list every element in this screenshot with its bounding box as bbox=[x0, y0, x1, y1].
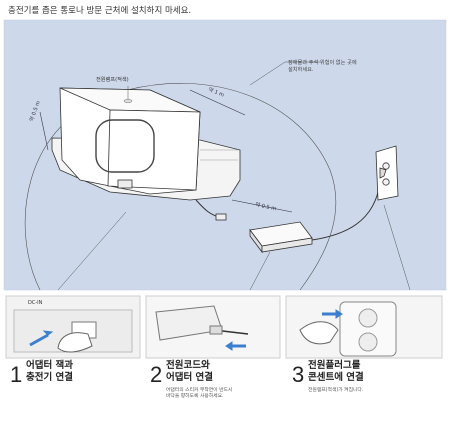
pointer-step3 bbox=[383, 204, 411, 291]
power-lamp-label: 전원램프(적색) bbox=[96, 77, 129, 83]
callout-text: 장애물과 주석 위험이 없는 곳에 설치하세요. bbox=[288, 60, 358, 74]
step-description: 어댑터의 스티커 부착면이 반드시 바닥을 향하도록 사용하세요. bbox=[166, 388, 276, 400]
step-title-line: 전원플러그를 bbox=[308, 360, 361, 371]
callout-line-1: 장애물과 주석 위험이 없는 곳에 bbox=[288, 60, 357, 66]
step2-photo bbox=[145, 295, 281, 359]
step-number: 2 bbox=[150, 362, 163, 387]
step-number: 1 bbox=[10, 362, 23, 387]
step-title: 어댑터 잭과 충전기 연결 bbox=[26, 360, 146, 384]
step-number: 3 bbox=[292, 362, 305, 387]
dimension-left-arrow bbox=[39, 111, 49, 151]
step-title: 전원코드와 어댑터 연결 bbox=[166, 360, 286, 384]
installation-note: 충전기를 좁은 통로나 방문 근처에 설치하지 마세요. bbox=[8, 6, 192, 16]
adapter bbox=[215, 213, 313, 254]
step-title-line: 충전기 연결 bbox=[26, 372, 74, 383]
step-title-line: 전원코드와 bbox=[166, 360, 210, 371]
dimension-top-arrow bbox=[189, 89, 246, 116]
step-desc-line: 어댑터의 스티커 부착면이 반드시 bbox=[166, 388, 233, 393]
step-title-line: 어댑터 잭과 bbox=[26, 360, 74, 371]
pointer-step1 bbox=[57, 211, 127, 291]
step3-photo bbox=[285, 295, 443, 359]
pointer-step2 bbox=[249, 251, 271, 291]
step-description: 전원램프(적색)가 켜집니다. bbox=[308, 388, 418, 394]
clearance-arc bbox=[24, 82, 337, 291]
step-title-line: 어댑터 연결 bbox=[166, 372, 214, 383]
dimension-right-arrow bbox=[231, 199, 293, 213]
step1-photo bbox=[5, 295, 141, 359]
callout-line-2: 설치하세요. bbox=[288, 67, 314, 73]
wall-outlet bbox=[375, 145, 399, 201]
charger-station bbox=[51, 87, 241, 201]
callout-line bbox=[249, 61, 320, 86]
step-title-line: 콘센트에 연결 bbox=[308, 372, 364, 383]
step-desc-line: 바닥을 향하도록 사용하세요. bbox=[166, 394, 224, 399]
step-desc-line: 전원램프(적색)가 켜집니다. bbox=[308, 388, 364, 393]
step-title: 전원플러그를 콘센트에 연결 bbox=[308, 360, 428, 384]
dc-in-label: DC-IN bbox=[28, 300, 43, 306]
